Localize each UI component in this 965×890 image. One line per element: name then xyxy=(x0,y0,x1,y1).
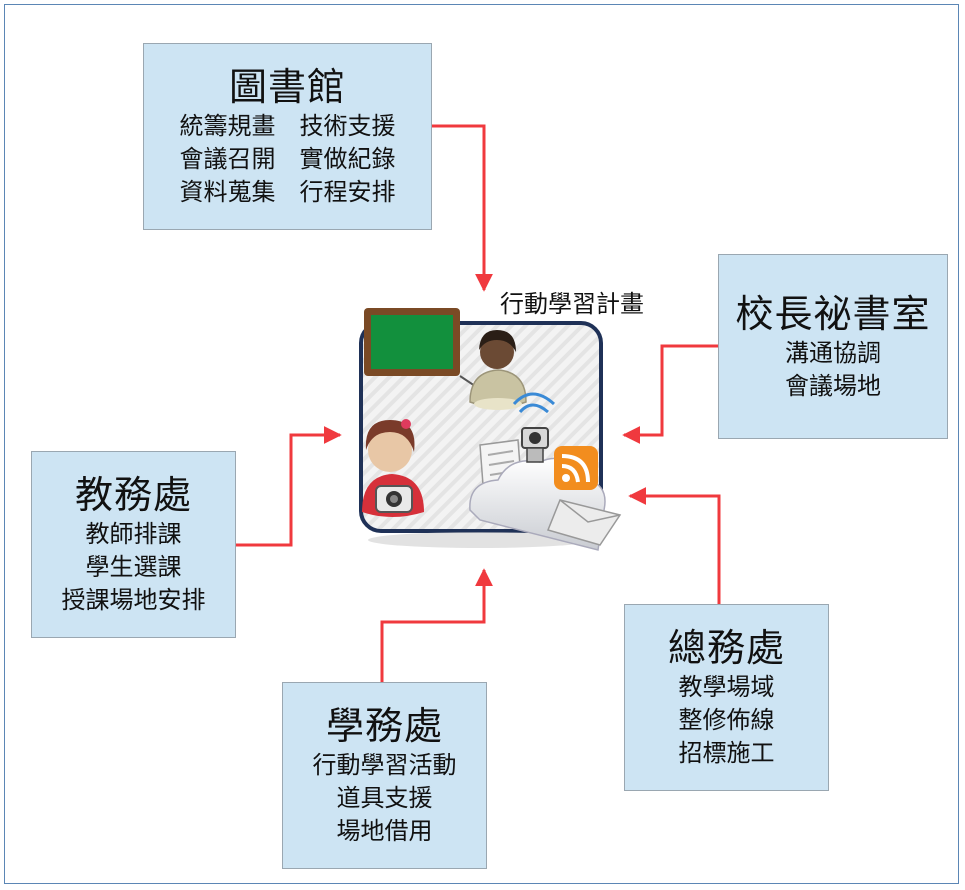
library-box: 圖書館 統籌規畫 技術支援 會議召開 實做紀錄 資料蒐集 行程安排 xyxy=(143,43,432,230)
arrow-library xyxy=(432,124,493,292)
center-illustration xyxy=(359,308,622,551)
wifi-camera-icon xyxy=(512,392,556,463)
arrow-principal xyxy=(622,344,718,444)
library-item: 會議召開 xyxy=(179,145,276,173)
library-item: 技術支援 xyxy=(299,112,396,140)
principal-office-item: 會議場地 xyxy=(785,371,881,400)
general-affairs-item: 教學場域 xyxy=(678,673,775,701)
student-icon xyxy=(362,419,424,517)
arrow-student xyxy=(380,568,493,682)
arrow-general xyxy=(628,487,721,604)
academic-affairs-title: 教務處 xyxy=(74,473,192,517)
academic-affairs-box: 教務處 教師排課 學生選課 授課場地安排 xyxy=(31,451,236,638)
library-title: 圖書館 xyxy=(228,65,346,109)
chalkboard-icon xyxy=(364,308,485,393)
general-affairs-box: 總務處 教學場域 整修佈線 招標施工 xyxy=(624,604,829,791)
rss-icon xyxy=(554,446,598,490)
teacher-icon xyxy=(469,330,527,410)
principal-office-box: 校長祕書室 溝通協調 會議場地 xyxy=(718,254,948,439)
general-affairs-title: 總務處 xyxy=(667,626,785,670)
library-items: 統籌規畫 技術支援 會議召開 實做紀錄 資料蒐集 行程安排 xyxy=(180,110,396,209)
academic-affairs-item: 教師排課 xyxy=(85,520,182,548)
student-affairs-box: 學務處 行動學習活動 道具支援 場地借用 xyxy=(282,682,487,869)
arrow-academic xyxy=(236,426,342,547)
student-affairs-item: 場地借用 xyxy=(336,817,433,845)
student-affairs-item: 行動學習活動 xyxy=(312,751,457,779)
frame-border xyxy=(4,4,959,884)
principal-office-item: 溝通協調 xyxy=(785,338,881,367)
center-label: 行動學習計畫 xyxy=(500,290,644,318)
library-item: 實做紀錄 xyxy=(299,145,396,173)
student-affairs-title: 學務處 xyxy=(325,704,443,748)
academic-affairs-item: 授課場地安排 xyxy=(61,586,206,614)
general-affairs-item: 招標施工 xyxy=(678,739,775,767)
library-item: 資料蒐集 xyxy=(179,178,276,206)
general-affairs-item: 整修佈線 xyxy=(678,706,775,734)
principal-office-title: 校長祕書室 xyxy=(735,291,931,336)
library-item: 統籌規畫 xyxy=(179,112,276,140)
academic-affairs-item: 學生選課 xyxy=(85,553,182,581)
library-item: 行程安排 xyxy=(299,178,396,206)
student-affairs-item: 道具支援 xyxy=(336,784,433,812)
